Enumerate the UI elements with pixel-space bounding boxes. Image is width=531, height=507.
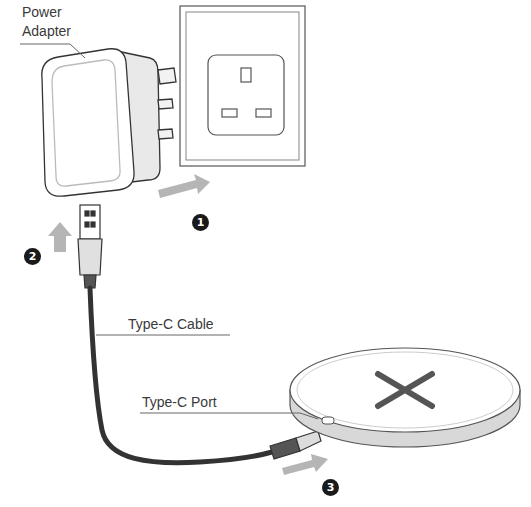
- insert-arrow: [48, 222, 72, 252]
- callout-number: 1: [192, 214, 209, 231]
- part-label: Type-C Cable: [128, 315, 238, 334]
- part-label: Type-C Port: [142, 393, 252, 412]
- leader-line: [20, 44, 85, 58]
- charging-pad: [290, 348, 520, 447]
- usb-a-plug: [78, 205, 102, 288]
- wall-socket: [180, 6, 305, 166]
- leader-line: [140, 413, 318, 419]
- cable: [90, 288, 272, 463]
- insert-arrow: [158, 174, 210, 198]
- insert-arrow: [282, 454, 328, 475]
- callout-number: 3: [322, 479, 339, 496]
- power-adapter: [42, 49, 176, 196]
- callout-number: 2: [24, 248, 41, 265]
- leader-line: [96, 335, 230, 336]
- part-label: Power Adapter: [22, 3, 84, 41]
